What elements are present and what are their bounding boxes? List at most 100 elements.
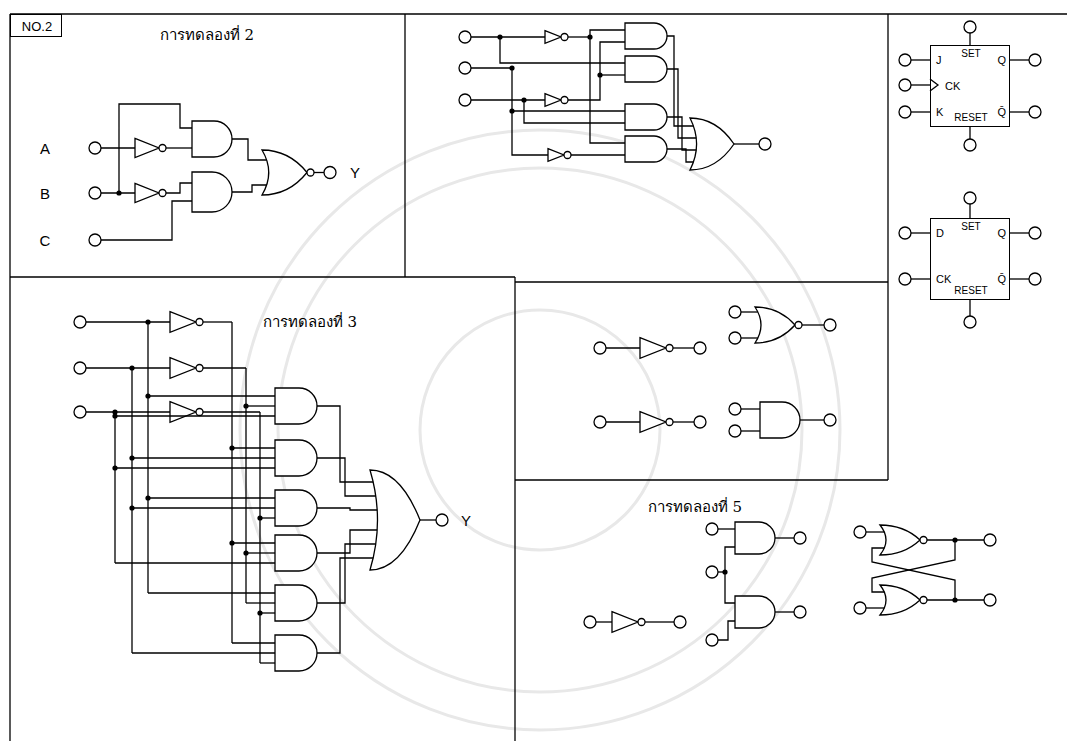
wire — [148, 395, 275, 396]
panel-border — [515, 479, 888, 480]
terminal — [964, 139, 976, 151]
panel-title: การทดลองที่ 5 — [648, 500, 742, 515]
terminal — [1029, 273, 1041, 285]
inversion-bubble — [561, 34, 568, 41]
pin-label: Q — [997, 228, 1006, 239]
terminal — [706, 634, 718, 646]
inversion-bubble — [159, 190, 166, 197]
not-gate — [612, 612, 638, 633]
inversion-bubble — [196, 365, 203, 372]
clock-triangle — [930, 79, 938, 91]
pin-label: CK — [936, 274, 951, 285]
signal-name: B — [40, 186, 50, 201]
wire — [317, 508, 377, 510]
wire — [148, 592, 275, 593]
inversion-bubble — [666, 345, 673, 352]
wire — [232, 139, 267, 160]
pin-label: SET — [961, 222, 980, 232]
wire — [317, 530, 377, 553]
junction-dot — [243, 550, 248, 555]
wire — [969, 33, 970, 45]
wire — [911, 232, 930, 233]
panel-title: การทดลองที่ 3 — [263, 315, 357, 330]
wire — [86, 411, 170, 412]
wire — [667, 36, 693, 126]
and-gate — [625, 136, 667, 162]
wire — [775, 537, 794, 538]
and-gate — [275, 635, 317, 671]
watermark-seal — [420, 310, 660, 550]
watermark-seal — [278, 168, 802, 692]
pin-label: J — [936, 55, 942, 66]
pin-label: Q — [997, 55, 1006, 66]
terminal — [89, 187, 101, 199]
nor-gate — [755, 307, 795, 343]
inversion-bubble — [196, 319, 203, 326]
wire — [590, 30, 625, 37]
pin-label: SET — [961, 49, 980, 59]
not-gate — [135, 138, 159, 157]
wire — [571, 154, 625, 155]
junction-dot — [229, 445, 234, 450]
wire — [101, 201, 192, 240]
wire — [115, 562, 275, 563]
pin-label: K — [936, 107, 943, 118]
and-gate — [625, 56, 667, 82]
pin-label: Q̄ — [997, 274, 1006, 285]
junction-dot — [112, 413, 117, 418]
terminal — [729, 332, 741, 344]
wire — [471, 36, 545, 37]
wire — [245, 368, 246, 603]
terminal — [984, 594, 996, 606]
wire — [115, 467, 275, 468]
not-gate — [545, 94, 561, 107]
junction-dot — [257, 515, 262, 520]
experiment-panel: การทดลองที่ 3 — [10, 277, 515, 741]
wire — [500, 37, 625, 63]
or-gate — [370, 470, 420, 570]
wire — [741, 430, 760, 431]
pin-label: D — [936, 228, 944, 239]
and-gate — [275, 440, 317, 476]
wire — [132, 457, 275, 458]
pin-label: RESET — [954, 113, 987, 123]
experiment-panel: การทดลองที่ 5 — [515, 480, 1067, 741]
wire — [969, 204, 970, 218]
wire — [148, 497, 275, 498]
wire — [232, 642, 275, 643]
wire — [667, 149, 693, 162]
and-gate — [275, 490, 317, 526]
wire — [911, 84, 930, 85]
wire — [132, 507, 275, 508]
not-gate — [545, 31, 561, 44]
terminal — [89, 142, 101, 154]
terminal — [854, 526, 866, 538]
inversion-bubble — [795, 322, 802, 329]
wire — [775, 611, 794, 612]
wire — [86, 367, 170, 368]
not-gate — [135, 183, 159, 202]
wire — [114, 412, 115, 563]
inversion-bubble — [920, 537, 927, 544]
terminal — [694, 342, 706, 354]
signal-name: Y — [350, 165, 360, 180]
inversion-bubble — [196, 409, 203, 416]
wire — [800, 419, 824, 420]
wire — [969, 300, 970, 316]
wire — [317, 544, 376, 603]
terminal — [674, 616, 686, 628]
d-flip-flop: DSETQCKQ̄RESET — [930, 218, 1010, 300]
wire — [132, 652, 275, 653]
junction-dot — [257, 610, 262, 615]
wire — [741, 337, 758, 338]
signal-name: A — [40, 141, 50, 156]
wire — [166, 147, 192, 148]
experiment-panel: การทดลองที่ 2NO.2 — [10, 14, 405, 277]
terminal — [594, 342, 606, 354]
terminal — [459, 94, 471, 106]
wire — [667, 117, 696, 150]
wire — [866, 531, 884, 532]
junction-dot — [129, 505, 134, 510]
not-gate — [640, 338, 666, 359]
